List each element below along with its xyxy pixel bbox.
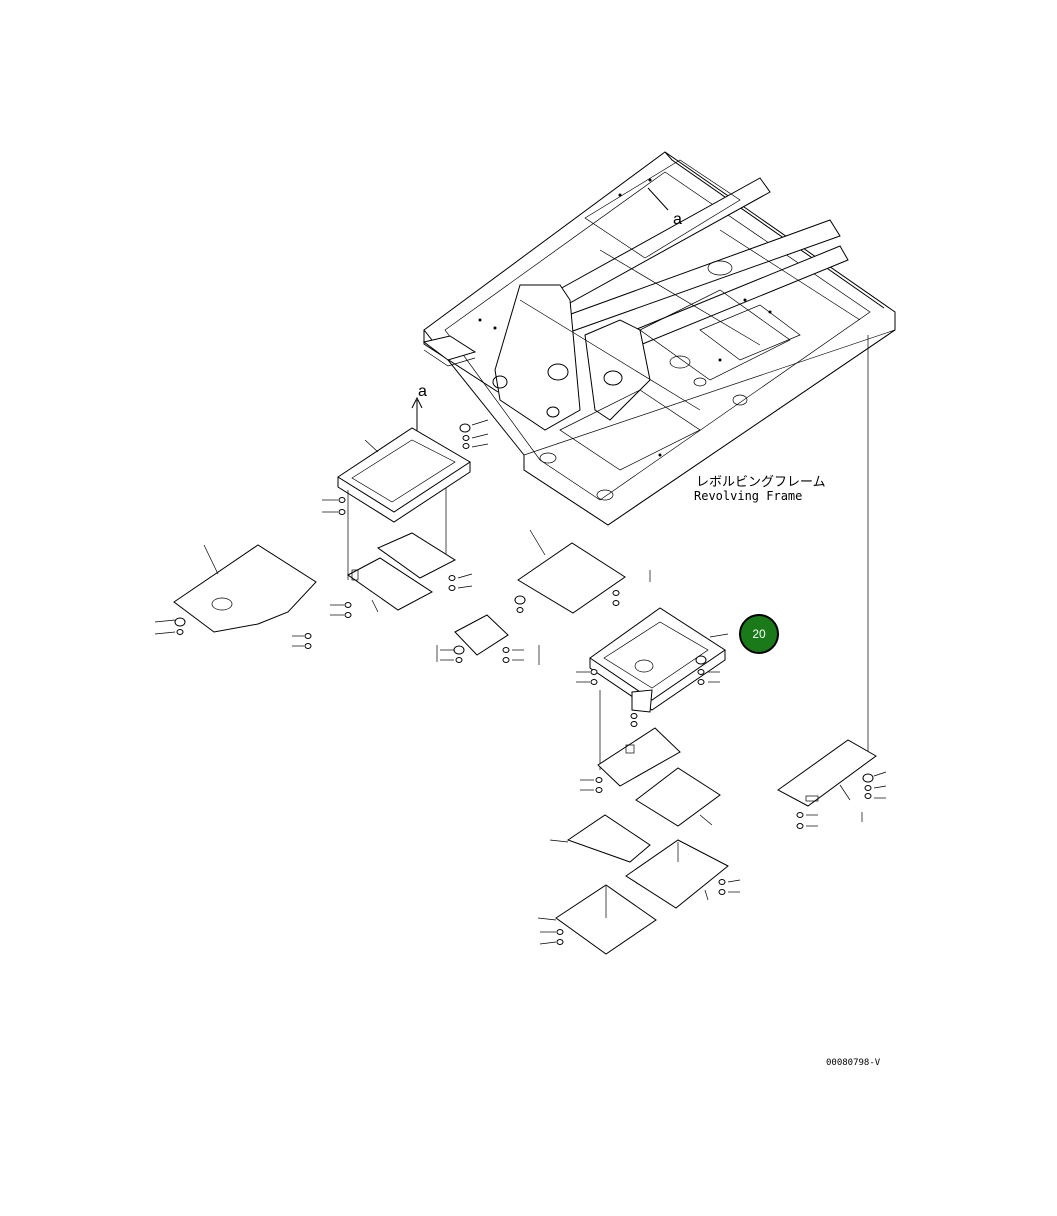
- left-fastener-set: [154, 419, 489, 649]
- view-ref-a-upper: a: [673, 211, 682, 228]
- frame-label-japanese: レボルビングフレーム: [696, 475, 826, 490]
- right-cover-stack: [537, 607, 741, 955]
- view-ref-a-lower: a: [418, 383, 427, 400]
- left-cover-group: [154, 419, 489, 649]
- drawing-code: 00080798-V: [826, 1058, 881, 1068]
- frame-label-english: Revolving Frame: [694, 489, 802, 503]
- callout-20[interactable]: 20: [739, 614, 779, 654]
- center-cover-group: [436, 529, 651, 665]
- revolving-frame: [422, 151, 896, 526]
- callout-number: 20: [752, 627, 766, 641]
- far-right-plate: [777, 335, 887, 829]
